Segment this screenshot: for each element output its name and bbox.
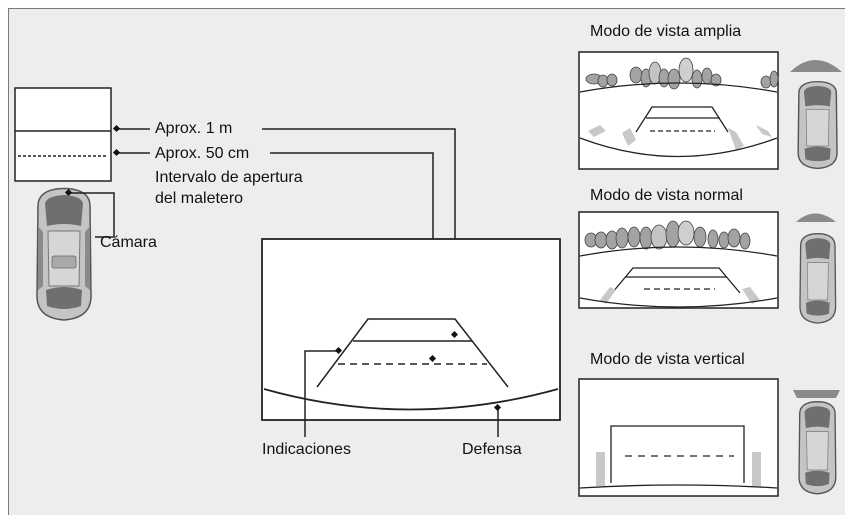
leader-dots-center	[334, 330, 502, 412]
label-camera: Cámara	[100, 234, 157, 251]
wide-view-car	[790, 60, 842, 170]
car-top-view	[36, 187, 92, 321]
camera-screen	[261, 238, 561, 421]
leader-lines-left	[69, 128, 150, 238]
leader-lines-bottom	[304, 350, 499, 437]
label-trunk-interval-line1: Intervalo de apertura	[155, 169, 303, 186]
label-trunk-interval-line2: del maletero	[155, 190, 244, 207]
mode-title-normal: Modo de vista normal	[590, 187, 743, 204]
label-bumper: Defensa	[462, 441, 522, 458]
mode-title-vertical: Modo de vista vertical	[590, 351, 745, 368]
normal-view-car	[796, 213, 837, 324]
label-approx-50cm: Aprox. 50 cm	[155, 145, 250, 162]
leader-dots-left	[64, 124, 121, 197]
label-approx-1m: Aprox. 1 m	[155, 120, 233, 137]
label-guidelines: Indicaciones	[262, 441, 351, 458]
vertical-view-screen	[578, 378, 779, 497]
wide-view-screen	[578, 51, 779, 170]
normal-view-screen	[578, 211, 779, 309]
vertical-view-car	[793, 390, 840, 495]
trunk-interval-box	[14, 87, 112, 182]
mode-title-wide: Modo de vista amplia	[590, 23, 742, 40]
